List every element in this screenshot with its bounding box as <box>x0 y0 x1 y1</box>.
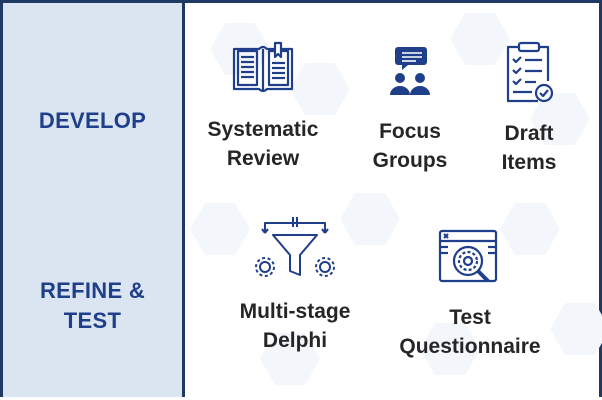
item-test-questionnaire: Test Questionnaire <box>385 229 555 361</box>
stage-label-develop: DEVELOP <box>38 108 147 133</box>
item-label: Multi-stage Delphi <box>239 300 351 352</box>
item-multi-stage-delphi: Multi-stage Delphi <box>220 215 370 355</box>
item-draft-items: Draft Items <box>479 41 579 177</box>
people-chat-icon <box>390 47 430 95</box>
item-label: Test Questionnaire <box>399 306 541 358</box>
clipboard-checklist-icon <box>506 41 554 103</box>
stage-column: DEVELOP REFINE & TEST <box>3 3 185 397</box>
open-book-icon <box>232 41 294 93</box>
item-label: Draft Items <box>501 122 557 174</box>
stage-label-refine-test: REFINE & TEST <box>39 278 146 333</box>
item-label: Focus Groups <box>372 120 448 172</box>
item-label: Systematic Review <box>207 118 319 170</box>
activities-panel: Systematic Review Focus Groups <box>185 3 602 397</box>
browser-magnifier-gear-icon <box>438 229 498 283</box>
hexagon-background <box>190 13 602 385</box>
funnel-gears-icon <box>255 217 335 277</box>
item-focus-groups: Focus Groups <box>360 45 460 175</box>
item-systematic-review: Systematic Review <box>188 41 338 173</box>
